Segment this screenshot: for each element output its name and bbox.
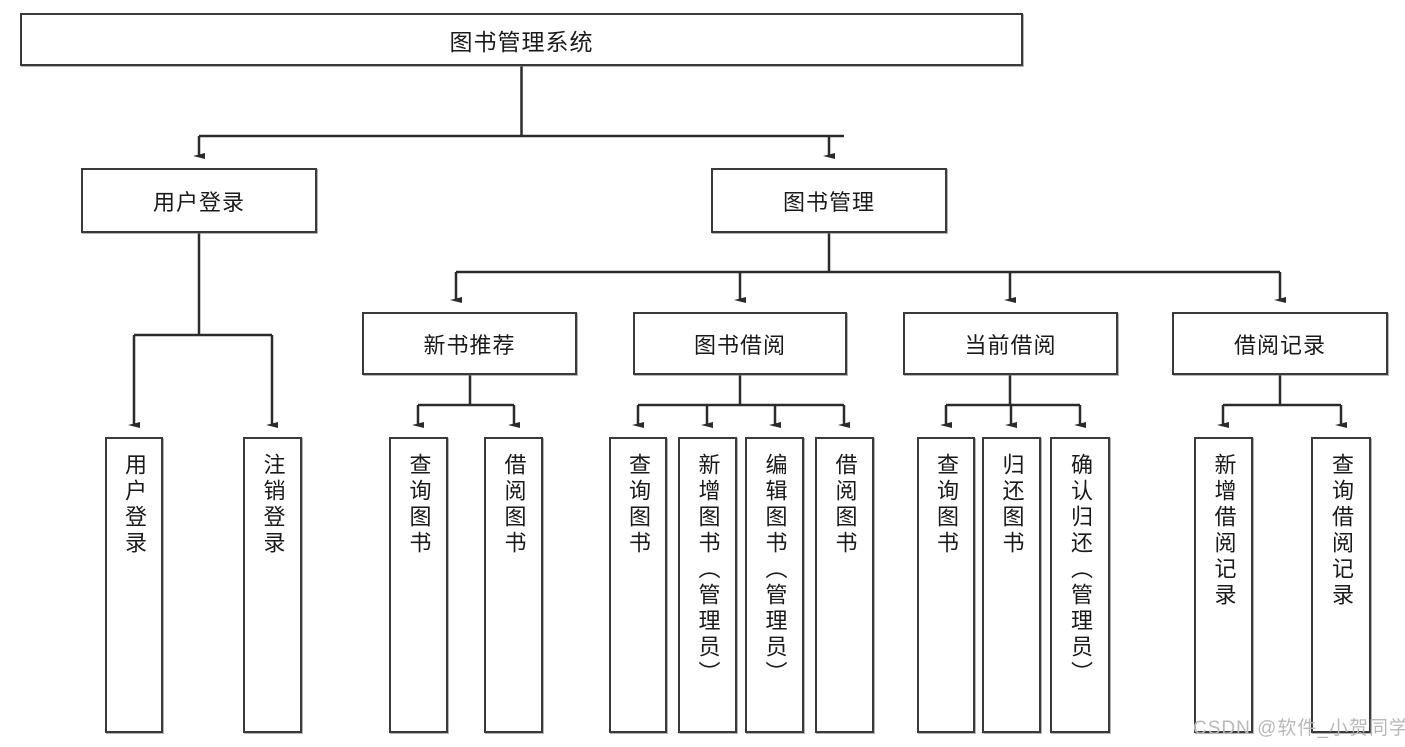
node-label: 用户登录 — [122, 453, 147, 557]
leaf-borrow-book[interactable]: 借阅图书 — [815, 437, 874, 733]
leaf-return-book[interactable]: 归还图书 — [982, 437, 1041, 733]
node-new-book-recommend[interactable]: 新书推荐 — [362, 312, 577, 375]
leaf-edit-book-admin[interactable]: 编辑图书（管理员） — [745, 437, 804, 733]
leaf-add-borrow-record[interactable]: 新增借阅记录 — [1194, 437, 1253, 733]
leaf-query-book-recommend[interactable]: 查询图书 — [389, 437, 448, 733]
leaf-user-login[interactable]: 用户登录 — [105, 437, 163, 733]
node-label: 借阅记录 — [1233, 332, 1326, 358]
node-label: 用户登录 — [152, 189, 245, 215]
node-label: 注销登录 — [260, 453, 286, 557]
node-root-system[interactable]: 图书管理系统 — [20, 13, 1023, 66]
node-label: 查询图书 — [626, 453, 651, 557]
leaf-borrow-book-recommend[interactable]: 借阅图书 — [484, 437, 543, 733]
node-label: 新增图书（管理员） — [695, 453, 721, 687]
leaf-query-book-borrow[interactable]: 查询图书 — [609, 437, 667, 733]
leaf-add-book-admin[interactable]: 新增图书（管理员） — [678, 437, 737, 733]
node-label: 查询图书 — [406, 453, 432, 557]
node-label: 查询借阅记录 — [1329, 453, 1354, 609]
node-label: 新书推荐 — [423, 332, 516, 358]
node-label: 图书管理系统 — [449, 28, 594, 55]
node-label: 归还图书 — [999, 453, 1025, 557]
node-user-login[interactable]: 用户登录 — [81, 168, 317, 233]
node-label: 当前借阅 — [964, 332, 1057, 358]
leaf-confirm-return-admin[interactable]: 确认归还（管理员） — [1050, 437, 1110, 733]
node-label: 借阅图书 — [501, 453, 527, 557]
node-label: 借阅图书 — [832, 453, 858, 557]
node-book-borrow[interactable]: 图书借阅 — [633, 312, 847, 375]
node-current-borrow[interactable]: 当前借阅 — [903, 312, 1118, 375]
node-label: 查询图书 — [934, 453, 959, 557]
node-book-management[interactable]: 图书管理 — [711, 168, 947, 233]
leaf-logout[interactable]: 注销登录 — [243, 437, 302, 733]
node-label: 新增借阅记录 — [1211, 453, 1237, 609]
node-label: 确认归还（管理员） — [1068, 453, 1093, 687]
leaf-query-book-current[interactable]: 查询图书 — [917, 437, 975, 733]
csdn-watermark: CSDN @软件_小贺同学 — [1193, 718, 1405, 739]
node-label: 图书管理 — [782, 189, 875, 215]
leaf-query-borrow-record[interactable]: 查询借阅记录 — [1311, 437, 1371, 733]
node-label: 编辑图书（管理员） — [762, 453, 788, 687]
node-borrow-records[interactable]: 借阅记录 — [1172, 312, 1388, 375]
node-label: 图书借阅 — [693, 332, 786, 358]
